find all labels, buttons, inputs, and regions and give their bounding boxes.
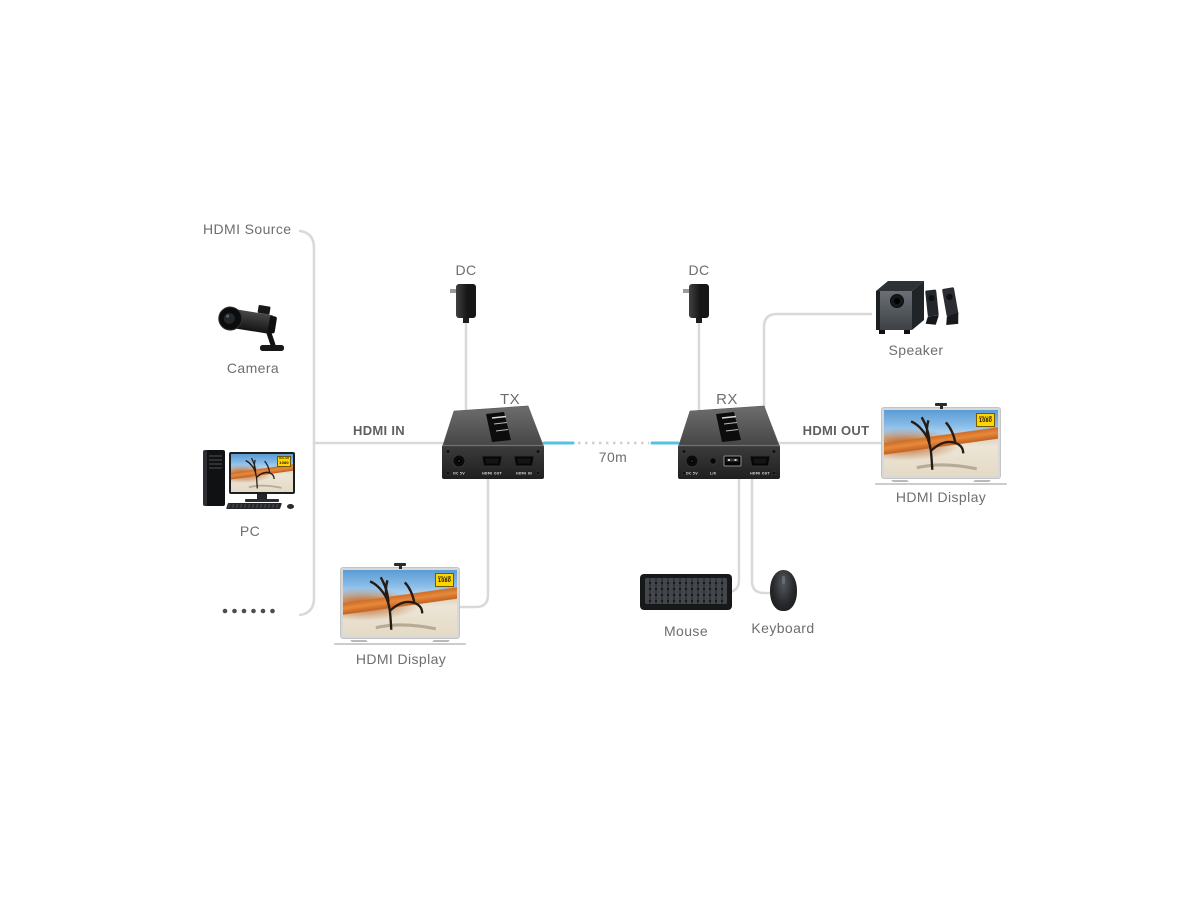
tv-camera-nub bbox=[935, 403, 947, 406]
hdmi-out-label: HDMI OUT bbox=[802, 423, 870, 438]
desert-screen: FULL HD 1080 bbox=[343, 570, 457, 636]
wire-rx-mouse bbox=[750, 476, 773, 595]
tx-hdmi-out-port: HDMI OUT bbox=[481, 455, 503, 476]
dc-prong bbox=[450, 289, 456, 293]
tv-foot bbox=[432, 640, 450, 642]
source-bracket-line bbox=[298, 229, 316, 617]
pc-monitor-stand bbox=[257, 494, 267, 499]
svg-text:L/R: L/R bbox=[710, 472, 717, 476]
wire-rx-speaker bbox=[762, 312, 873, 416]
pc-keyboard bbox=[226, 503, 282, 509]
source-group-label: HDMI Source bbox=[203, 221, 292, 237]
desert-tree bbox=[245, 457, 282, 489]
display-bottom-label: HDMI Display bbox=[355, 651, 447, 667]
tx-extender-box: DC 5V HDMI OUT HDMI IN bbox=[442, 405, 544, 479]
pc-monitor-base bbox=[245, 499, 279, 502]
satellite-speaker-right bbox=[942, 287, 959, 325]
gray-wires bbox=[298, 229, 884, 617]
wire-tx-display bbox=[457, 476, 490, 609]
tv-stand-line bbox=[334, 643, 466, 645]
display-right-label: HDMI Display bbox=[895, 489, 987, 505]
tv-stand-line bbox=[875, 483, 1007, 485]
svg-text:HDMI OUT: HDMI OUT bbox=[482, 472, 502, 476]
rx-audio-port: L/R bbox=[709, 457, 717, 476]
fullhd-badge: FULL HD 1080 bbox=[277, 456, 291, 467]
hdmi-display-right: FULL HD 1080 bbox=[882, 403, 1000, 482]
tv-foot bbox=[891, 480, 909, 482]
tv-foot bbox=[973, 480, 991, 482]
rx-top-sticker bbox=[716, 412, 741, 442]
pc-label: PC bbox=[239, 523, 261, 539]
dc-tip bbox=[696, 318, 702, 323]
dc-adapter-tx-icon bbox=[450, 284, 476, 323]
tx-dc-port: DC 5V bbox=[452, 454, 466, 476]
rx-hdmi-out-port: HDMI OUT bbox=[749, 455, 771, 476]
rx-usb-port bbox=[723, 455, 742, 467]
tx-top-sticker bbox=[486, 412, 511, 442]
svg-text:HDMI IN: HDMI IN bbox=[516, 472, 532, 476]
dc-tx-label: DC bbox=[455, 262, 477, 278]
rx-extender-box: DC 5V L/R HDMI OUT bbox=[678, 405, 780, 479]
fullhd-badge: FULL HD 1080 bbox=[435, 573, 454, 587]
pc-monitor: FULL HD 1080 bbox=[229, 452, 295, 494]
desert-tree bbox=[910, 416, 978, 471]
rx-dc-port: DC 5V bbox=[685, 454, 699, 476]
desert-tree bbox=[369, 576, 437, 631]
svg-text:DC 5V: DC 5V bbox=[453, 472, 465, 476]
fullhd-badge: FULL HD 1080 bbox=[976, 413, 995, 427]
distance-label: 70m bbox=[598, 449, 628, 465]
mouse-icon bbox=[770, 570, 797, 611]
pc-mouse bbox=[287, 504, 294, 509]
hdmi-display-bottom: FULL HD 1080 bbox=[341, 563, 459, 642]
tv-camera-nub bbox=[394, 563, 406, 566]
camera-label: Camera bbox=[226, 360, 280, 376]
desert-wallpaper: FULL HD 1080 bbox=[231, 454, 293, 492]
satellite-speaker-left bbox=[925, 289, 939, 325]
keyboard-icon bbox=[640, 574, 732, 610]
tx-label: TX bbox=[500, 391, 520, 408]
desert-screen: FULL HD 1080 bbox=[884, 410, 998, 476]
dc-prong bbox=[683, 289, 689, 293]
svg-text:HDMI OUT: HDMI OUT bbox=[750, 472, 770, 476]
pc-tower bbox=[203, 450, 225, 506]
hdmi-in-label: HDMI IN bbox=[353, 423, 405, 438]
rx-label: RX bbox=[716, 391, 738, 408]
tv-camera-nub-stem bbox=[399, 566, 402, 569]
pc-icon: FULL HD 1080 bbox=[203, 446, 297, 510]
speaker-label: Speaker bbox=[888, 342, 944, 358]
tv-camera-nub-stem bbox=[940, 406, 943, 409]
tx-hdmi-in-port: HDMI IN bbox=[513, 455, 535, 476]
more-sources-dots bbox=[222, 608, 275, 614]
dc-tip bbox=[463, 318, 469, 323]
dc-adapter-rx-icon bbox=[683, 284, 709, 323]
camera-icon bbox=[218, 304, 284, 351]
mouse-picture-label: Keyboard bbox=[751, 620, 815, 636]
dc-rx-label: DC bbox=[688, 262, 710, 278]
svg-text:DC 5V: DC 5V bbox=[686, 472, 698, 476]
keyboard-picture-label: Mouse bbox=[663, 623, 709, 639]
speaker-icon bbox=[876, 281, 959, 334]
tv-foot bbox=[350, 640, 368, 642]
